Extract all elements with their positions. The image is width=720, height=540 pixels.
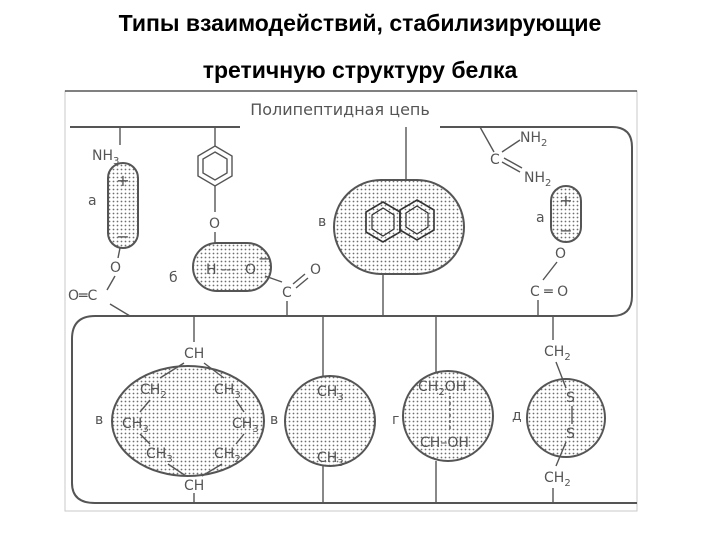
svg-text:C: C [490, 152, 500, 168]
svg-text:CH3: CH3 [232, 416, 259, 435]
nh2-bottom-label: NH2 [524, 170, 551, 189]
slide-title-line-1: Типы взаимодействий, стабилизирующие [118, 10, 602, 36]
type-label-a-right: а [536, 210, 545, 226]
svg-text:+: + [559, 191, 572, 210]
polypeptide-chain [70, 126, 637, 504]
svg-text:−: − [258, 249, 271, 268]
svg-text:O: O [110, 260, 121, 276]
svg-text:O: O [245, 262, 256, 278]
svg-text:S: S [566, 390, 575, 406]
svg-text:H: H [206, 262, 217, 278]
svg-text:−: − [559, 221, 572, 240]
svg-text:CH3: CH3 [317, 450, 344, 469]
svg-text:CH3: CH3 [214, 382, 241, 401]
nh3-label: NH3 [92, 148, 119, 167]
svg-text:CH2OH: CH2OH [418, 379, 466, 398]
svg-text:CH–OH: CH–OH [420, 435, 469, 451]
svg-text:CH2: CH2 [214, 446, 241, 465]
type-label-d: д [512, 408, 522, 424]
svg-text:+: + [116, 171, 129, 190]
svg-text:O═C: O═C [68, 288, 97, 304]
svg-text:CH3: CH3 [146, 446, 173, 465]
svg-text:CH3: CH3 [122, 416, 149, 435]
svg-text:CH2: CH2 [544, 344, 571, 363]
ionic-interaction-right: C NH2 NH2 + − а O C ═ O [479, 126, 582, 316]
type-label-a-left: а [88, 193, 97, 209]
hydroxyl-circle [402, 370, 494, 462]
svg-text:CH2: CH2 [140, 382, 167, 401]
svg-text:C ═ O: C ═ O [530, 284, 568, 300]
hydrophobic-circle-2 [284, 375, 376, 467]
type-label-v-upper: в [318, 214, 326, 230]
hydrophobic-branched-interaction: CH CH2 CH3 CH3 CH3 CH3 CH2 CH в [95, 316, 265, 503]
nh2-top-label: NH2 [520, 130, 547, 149]
slide-title-line-2: третичную структуру белка [202, 57, 518, 83]
aromatic-stacking-interaction: в [318, 127, 465, 316]
ionic-capsule [107, 162, 139, 249]
svg-text:CH: CH [184, 478, 204, 494]
chain-label: Полипептидная цепь [250, 100, 430, 119]
hydrogen-bond-interaction: O H --- O − б C O [169, 127, 321, 316]
svg-text:---: --- [221, 262, 236, 278]
type-label-v-lower-2: в [270, 412, 278, 428]
aromatic-capsule [333, 179, 465, 275]
disulfide-circle [526, 378, 606, 458]
hydroxyl-hbond-interaction: CH2OH CH–OH г [392, 316, 494, 503]
type-label-g: г [392, 412, 399, 428]
svg-text:O: O [555, 246, 566, 262]
svg-text:CH: CH [184, 346, 204, 362]
svg-text:C: C [282, 285, 292, 301]
svg-text:CH2: CH2 [544, 470, 571, 489]
svg-text:−: − [116, 227, 129, 246]
benzene-ring-right [399, 199, 435, 241]
svg-text:O: O [209, 216, 220, 232]
ionic-capsule-right [550, 185, 582, 243]
hbond-capsule [192, 242, 272, 292]
svg-text:CH3: CH3 [317, 384, 344, 403]
hydrophobic-methyl-interaction: CH3 CH3 в [270, 316, 376, 503]
disulfide-bond-interaction: CH2 S S CH2 д [512, 316, 606, 503]
svg-text:O: O [310, 262, 321, 278]
type-label-v-lower-1: в [95, 412, 103, 428]
svg-text:S: S [566, 426, 575, 442]
hydrophobic-circle-1 [111, 365, 265, 477]
ionic-interaction-left: NH3 + − а O O═C [68, 127, 139, 317]
type-label-b: б [169, 270, 178, 286]
